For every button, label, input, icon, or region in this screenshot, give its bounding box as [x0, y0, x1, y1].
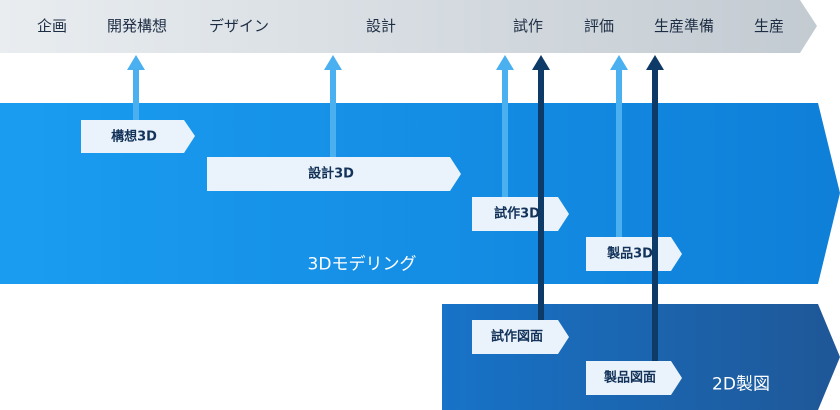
phase-production-prep: 生産準備 [653, 17, 715, 35]
up-arrow-shaft-product-drawing [652, 68, 658, 361]
chevron-design-3d [207, 157, 461, 191]
phase-planning: 企画 [36, 17, 68, 35]
phase-production: 生産 [753, 17, 785, 35]
band-label-3d-modeling: 3Dモデリング [307, 254, 417, 275]
chevron-group [81, 120, 682, 395]
chevron-label-design-3d: 設計3D [308, 166, 354, 182]
chevron-label-product-drawing: 製品図面 [603, 370, 657, 386]
chevron-label-prototype-3d: 試作3D [494, 206, 540, 222]
up-arrow-shaft-prototype-3d [502, 68, 508, 197]
timeline-arrow [0, 0, 817, 53]
up-arrow-shaft-concept [133, 68, 139, 120]
phase-engineering: 設計 [365, 17, 397, 35]
up-arrow-head-concept [127, 55, 145, 70]
phase-prototype: 試作 [512, 17, 544, 35]
up-arrow-head-product-drawing [646, 55, 664, 70]
up-arrow-head-design [324, 55, 342, 70]
chevron-product-drawing [586, 361, 682, 395]
chevron-label-prototype-drawing: 試作図面 [490, 329, 544, 345]
arrow-group [127, 55, 664, 361]
phase-evaluation: 評価 [583, 17, 615, 35]
chevron-concept-3d [81, 120, 195, 153]
phase-development-concept: 開発構想 [106, 17, 168, 35]
chevron-label-product-3d: 製品3D [607, 246, 653, 262]
phase-design: デザイン [208, 17, 270, 35]
band-label-2d-drawing: 2D製図 [712, 374, 770, 395]
up-arrow-head-prototype-3d [496, 55, 514, 70]
chevron-prototype-3d [472, 197, 569, 231]
chevron-prototype-drawing [472, 320, 569, 354]
up-arrow-shaft-prototype-drawing [538, 68, 544, 320]
up-arrow-shaft-design [330, 68, 336, 157]
up-arrow-head-prototype-drawing [532, 55, 550, 70]
up-arrow-head-product-3d [610, 55, 628, 70]
chevron-label-concept-3d: 構想3D [111, 129, 157, 145]
up-arrow-shaft-product-3d [616, 68, 622, 237]
